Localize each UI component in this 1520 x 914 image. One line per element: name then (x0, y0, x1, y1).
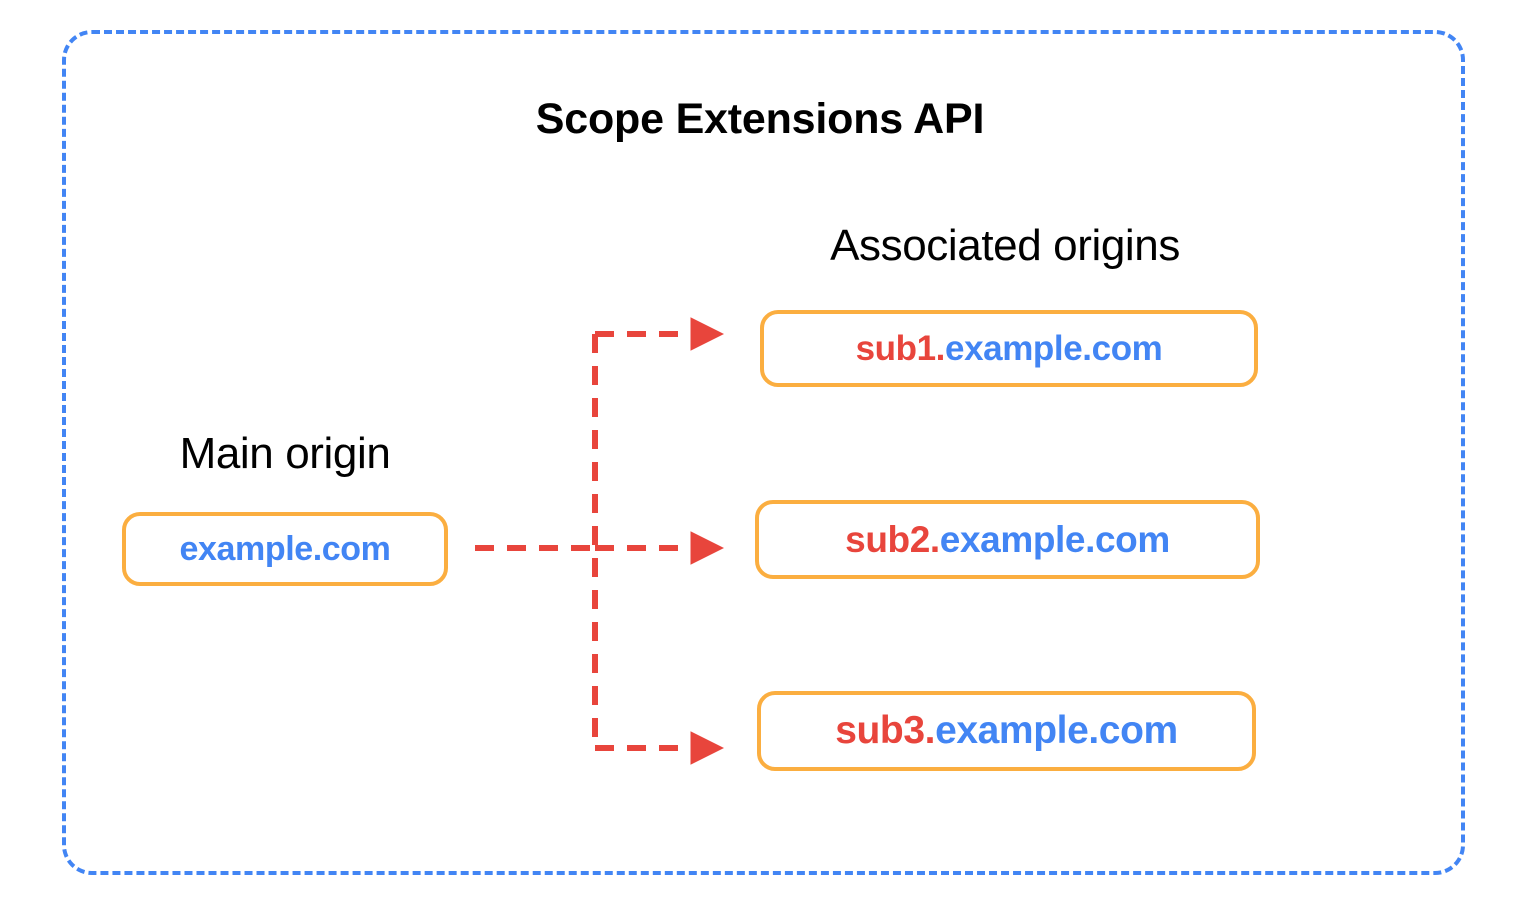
associated-origin-box-sub1[interactable]: sub1.example.com (760, 310, 1258, 387)
associated-origin-text: sub1.example.com (856, 329, 1163, 369)
main-origin-text: example.com (179, 530, 390, 569)
associated-origin-subdomain: sub1. (855, 328, 946, 368)
main-origin-label: Main origin (179, 429, 391, 478)
associated-origin-domain: example.com (935, 709, 1178, 752)
associated-origin-domain: example.com (939, 518, 1170, 560)
page-title: Scope Extensions API (535, 95, 985, 143)
associated-origin-subdomain: sub2. (845, 518, 940, 560)
associated-origins-label: Associated origins (830, 221, 1180, 270)
associated-origin-subdomain: sub3. (835, 709, 936, 752)
associated-origin-box-sub2[interactable]: sub2.example.com (755, 500, 1260, 579)
associated-origin-box-sub3[interactable]: sub3.example.com (757, 691, 1256, 771)
scope-extensions-frame (62, 30, 1465, 875)
main-origin-box[interactable]: example.com (122, 512, 448, 586)
main-origin-domain: example.com (179, 529, 391, 568)
associated-origin-text: sub2.example.com (845, 519, 1170, 561)
associated-origin-text: sub3.example.com (835, 709, 1178, 753)
associated-origin-domain: example.com (945, 328, 1163, 368)
